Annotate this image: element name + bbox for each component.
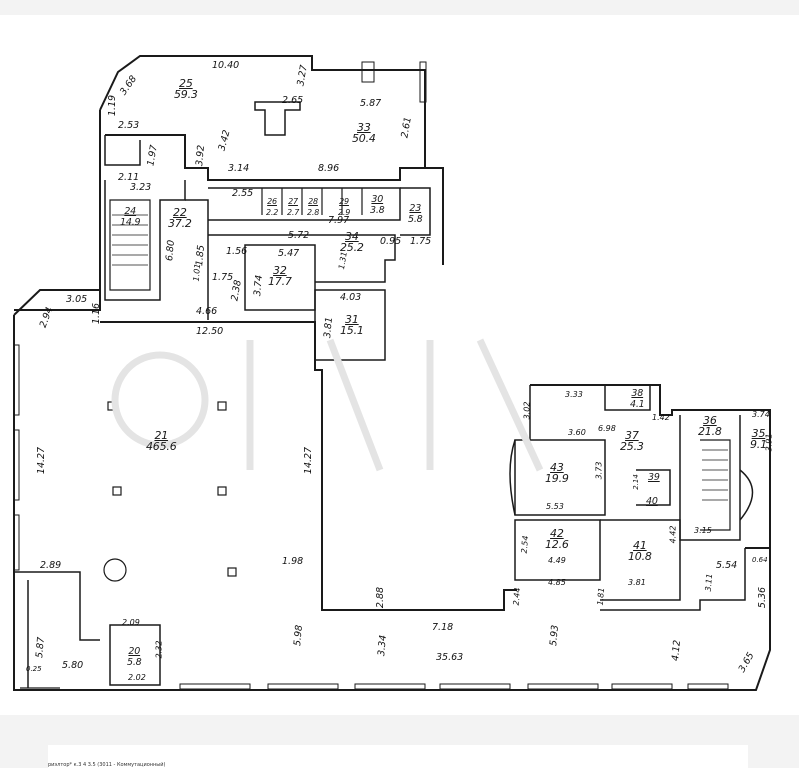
dimension-label: 1.56 — [226, 246, 248, 257]
wall-south-perimeter — [13, 315, 771, 691]
dimension-label: 5.53 — [546, 502, 564, 511]
dimension-label: 5.87 — [360, 98, 382, 109]
dimension-label: 5.80 — [62, 660, 84, 671]
dimension-label: 1.98 — [282, 556, 304, 567]
dimension-label: 2.65 — [282, 95, 304, 106]
dimension-label: 2.89 — [40, 560, 62, 571]
dimension-label: 2.44 — [511, 587, 523, 606]
dimension-label: 3.11 — [703, 573, 715, 592]
dimension-label: 4.03 — [340, 292, 362, 303]
room-label: 39 — [648, 472, 660, 483]
dimension-label: 5.36 — [757, 586, 769, 609]
dimension-label: 2.09 — [122, 618, 140, 627]
dimension-label: 2.54 — [519, 535, 531, 554]
dimension-label: 3.92 — [194, 144, 207, 167]
dimension-label: 3.81 — [628, 578, 646, 587]
dimension-label: 14.27 — [36, 446, 48, 475]
dimension-label: 0.25 — [26, 665, 42, 673]
dimension-label: 3.81 — [322, 316, 335, 339]
dimension-label: 3.15 — [694, 526, 712, 535]
dimension-label: 2.02 — [128, 673, 146, 682]
dimension-label: 1.42 — [652, 413, 670, 422]
dimension-label: 4.42 — [668, 525, 678, 544]
dimension-label: 12.50 — [196, 326, 224, 337]
dimension-label: 2.53 — [118, 120, 140, 131]
dimension-label: 2.32 — [154, 640, 164, 659]
dimension-label: 3.23 — [130, 182, 152, 193]
dimension-label: 3.33 — [565, 390, 583, 399]
dimension-label: 4.66 — [196, 306, 218, 317]
dimension-label: 2.55 — [232, 188, 254, 199]
dimension-label: 5.72 — [288, 230, 310, 241]
dimension-label: 14.27 — [303, 446, 315, 475]
dimension-label: 35.63 — [436, 652, 464, 663]
dimension-label: 3.02 — [522, 401, 532, 420]
dimension-label: 3.05 — [66, 294, 88, 305]
dimension-label: 10.40 — [212, 60, 240, 71]
dimension-label: 3.74 — [752, 410, 770, 419]
dimension-label: 7.18 — [432, 622, 454, 633]
dimension-label: 1.75 — [410, 236, 432, 247]
dimension-label: 1.19 — [107, 94, 119, 117]
dimension-label: 1.01 — [191, 263, 203, 282]
dimension-label: 1.81 — [595, 587, 607, 606]
footer-caption: риэлтор* к.3 4 3.5 (3011 - Коммутационны… — [48, 762, 166, 768]
dimension-label: 2.11 — [118, 172, 140, 183]
dimension-label: 5.98 — [292, 624, 305, 647]
dimension-label: 3.74 — [252, 274, 265, 297]
dimension-label: 5.47 — [278, 248, 300, 259]
dimension-label: 5.87 — [34, 636, 47, 659]
dimension-label: 0.95 — [380, 236, 402, 247]
dimension-label: 3.91 — [764, 433, 774, 452]
wall-west-upper — [14, 110, 101, 311]
dimension-label: 3.14 — [228, 163, 250, 174]
dimension-label: 6.98 — [598, 424, 616, 433]
dimension-label: 7.97 — [328, 215, 350, 226]
dimension-label: 1.75 — [212, 272, 234, 283]
dimension-label: 3.73 — [594, 461, 604, 480]
dimension-label: 5.93 — [548, 624, 561, 647]
dimension-label: 8.96 — [318, 163, 340, 174]
dimension-label: 6.80 — [164, 239, 177, 262]
room-label: 40 — [646, 496, 658, 507]
dimension-label: 2.88 — [375, 586, 387, 609]
dimension-label: 4.85 — [548, 578, 566, 587]
dimension-label: 5.54 — [716, 560, 738, 571]
wall-corner-nw — [13, 289, 60, 316]
wall-north — [99, 55, 444, 265]
dimension-label: 4.49 — [548, 556, 566, 565]
dimension-label: 3.60 — [568, 428, 586, 437]
footer-page — [48, 745, 748, 768]
dimension-label: 1.16 — [91, 302, 103, 325]
dimension-label: 2.14 — [631, 474, 640, 490]
dimension-label: 4.12 — [670, 639, 683, 662]
dimension-label: 0.64 — [752, 556, 768, 564]
dimension-label: 3.34 — [376, 634, 389, 657]
